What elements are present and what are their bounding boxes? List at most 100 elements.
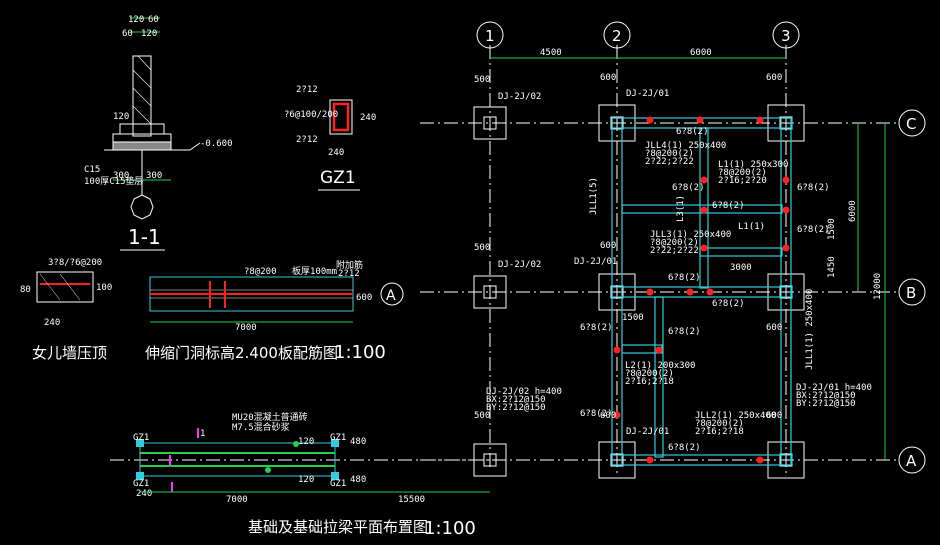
gz-stirrup: ?6@100/200 bbox=[284, 110, 338, 120]
pad-dim-5: 600 bbox=[600, 241, 616, 251]
pad-dim-8: 600 bbox=[766, 411, 782, 421]
beam-l3: L3(1) bbox=[676, 195, 686, 222]
pad-dim-9: 600 bbox=[766, 323, 782, 333]
dim-1500: 1500 bbox=[827, 218, 837, 240]
pad-label-2: DJ-2J/01 bbox=[626, 89, 669, 99]
parapet-title: 女儿墙压顶 bbox=[32, 344, 107, 362]
tag-678-4: 6?8(2) bbox=[712, 201, 745, 211]
gz-dim-240v: 240 bbox=[360, 113, 376, 123]
pad-label-7c: BY:2?12@150 bbox=[796, 399, 856, 409]
dim-60b: 60 bbox=[122, 29, 133, 39]
dim-1500b: 1500 bbox=[622, 313, 644, 323]
gz1-detail: 2?12 ?6@100/200 2?12 240 240 GZ1 bbox=[284, 85, 376, 191]
beam-l1-b: ?8@200(2) bbox=[718, 168, 767, 178]
axis-1: 1 bbox=[485, 27, 495, 45]
beam-l2-c: 2?16;2?18 bbox=[625, 377, 674, 387]
dim-300a: 300 bbox=[113, 171, 129, 181]
tag-678-1: 6?8(2) bbox=[676, 127, 709, 137]
pad-dim-3: 600 bbox=[766, 73, 782, 83]
beam-jll4-b: ?8@200(2) bbox=[645, 149, 694, 159]
tag-678-9: 6?8(2) bbox=[668, 327, 701, 337]
section-level: -0.600 bbox=[200, 139, 233, 149]
beam-jll2-b: ?8@200(2) bbox=[695, 419, 744, 429]
beam-jll1: JLL1(5) bbox=[589, 177, 599, 215]
gz1-tag-4: GZ1 bbox=[330, 479, 346, 489]
dim-4500: 4500 bbox=[540, 48, 562, 58]
gz1-tag-1: GZ1 bbox=[133, 433, 149, 443]
foundation-plan: 1 2 3 C B A 4500 6000 12000 6000 1500 14… bbox=[420, 21, 926, 479]
beam-l1b: L1(1) bbox=[738, 222, 765, 232]
tag-678-11: 6?8(2) bbox=[668, 443, 701, 453]
beam-jll3: JLL3(1) 250x400 bbox=[650, 230, 731, 240]
beam-dim-120a: 120 bbox=[298, 437, 314, 447]
beam-mark-1: 1 bbox=[200, 429, 205, 439]
pad-label-5b: BX:2?12@150 bbox=[486, 395, 546, 405]
tag-678-10: 6?8(2) bbox=[580, 409, 613, 419]
beams bbox=[611, 117, 793, 466]
dim-6000-top: 6000 bbox=[690, 48, 712, 58]
dim-60: 60 bbox=[148, 15, 159, 25]
slab-scale: 1:100 bbox=[334, 342, 386, 363]
dim-120c: 120 bbox=[113, 112, 129, 122]
plan-scale: 1:100 bbox=[424, 518, 476, 539]
parapet-detail: 3?8/?6@200 80 100 240 女儿墙压顶 bbox=[20, 258, 112, 362]
tag-678-5: 6?8(2) bbox=[797, 225, 830, 235]
parapet-dim-240: 240 bbox=[44, 318, 60, 328]
dim-300b: 300 bbox=[146, 171, 162, 181]
red-nodes bbox=[613, 116, 790, 464]
axis-a-small: A bbox=[386, 288, 396, 304]
axis-b: B bbox=[906, 284, 916, 302]
pad-label-5c: BY:2?12@150 bbox=[486, 403, 546, 413]
beam-mortar: M7.5混合砂浆 bbox=[232, 421, 290, 433]
section-title: 1-1 bbox=[128, 225, 161, 249]
beam-dim-240: 240 bbox=[136, 489, 152, 499]
beam-dim-480b: 480 bbox=[350, 475, 366, 485]
gz1-tag-2: GZ1 bbox=[330, 433, 346, 443]
pad-label-7: DJ-2J/01 h=400 bbox=[796, 383, 872, 393]
slab-rebar-1: ?8@200 bbox=[244, 267, 277, 277]
axis-a: A bbox=[906, 452, 917, 470]
octagon-marker bbox=[130, 194, 154, 220]
pad-label-5: DJ-2J/02 h=400 bbox=[486, 387, 562, 397]
dim-120b: 120 bbox=[141, 29, 157, 39]
section-1-1: -0.600 120 60 60 120 120 300 300 C15 100… bbox=[84, 15, 233, 251]
pads bbox=[473, 104, 805, 479]
pad-label-1: DJ-2J/02 bbox=[498, 92, 541, 102]
slab-extra: 附加筋 bbox=[336, 259, 363, 271]
slab-extra-rebar: 2?12 bbox=[338, 269, 360, 279]
tag-678-7: 6?8(2) bbox=[712, 299, 745, 309]
slab-title: 伸缩门洞标高2.400板配筋图 bbox=[145, 344, 338, 362]
pad-dim-4: 500 bbox=[474, 243, 490, 253]
axis-c: C bbox=[906, 115, 916, 133]
gz-dim-240h: 240 bbox=[328, 148, 344, 158]
dim-3000: 3000 bbox=[730, 263, 752, 273]
beam-brick: MU20混凝土普通砖 bbox=[232, 411, 308, 423]
pad-label-6: DJ-2J/01 bbox=[626, 427, 669, 437]
beam-jll2-c: 2?16;2?18 bbox=[695, 427, 744, 437]
beam-l2: L2(1) 200x300 bbox=[625, 361, 695, 371]
ground-beam: 1 MU20混凝土普通砖 M7.5混合砂浆 GZ1 GZ1 GZ1 GZ1 48… bbox=[110, 411, 500, 539]
slab-dim-7000: 7000 bbox=[235, 323, 257, 333]
beam-jll3-c: 2?22;2?22 bbox=[650, 246, 699, 256]
beam-jll3-b: ?8@200(2) bbox=[650, 238, 699, 248]
gz-rebar-bot: 2?12 bbox=[296, 135, 318, 145]
dim-12000: 12000 bbox=[873, 273, 883, 300]
pad-label-3: DJ-2J/02 bbox=[498, 260, 541, 270]
tag-678-2: 6?8(2) bbox=[672, 183, 705, 193]
beam-jll4: JLL4(1) 250x400 bbox=[645, 141, 726, 151]
beam-jll1b: JLL1(1) 250x400 bbox=[805, 289, 815, 370]
slab-reinforcement: ?8@200 板厚100mm 附加筋 2?12 600 7000 A 伸缩门洞标… bbox=[145, 259, 404, 363]
pad-dim-2: 600 bbox=[600, 73, 616, 83]
gz1-title: GZ1 bbox=[320, 168, 356, 188]
beam-dim-120b: 120 bbox=[298, 475, 314, 485]
beam-l2-b: ?8@200(2) bbox=[625, 369, 674, 379]
gz-rebar-top: 2?12 bbox=[296, 85, 318, 95]
beam-dim-480a: 480 bbox=[350, 437, 366, 447]
plan-title: 基础及基础拉梁平面布置图 bbox=[248, 518, 428, 536]
pad-dim-7: 600 bbox=[600, 411, 616, 421]
beam-jll2: JLL2(1) 250x400 bbox=[695, 411, 776, 421]
parapet-rebar: 3?8/?6@200 bbox=[48, 258, 102, 268]
axis-2: 2 bbox=[612, 27, 622, 45]
tag-678-3: 6?8(2) bbox=[797, 183, 830, 193]
